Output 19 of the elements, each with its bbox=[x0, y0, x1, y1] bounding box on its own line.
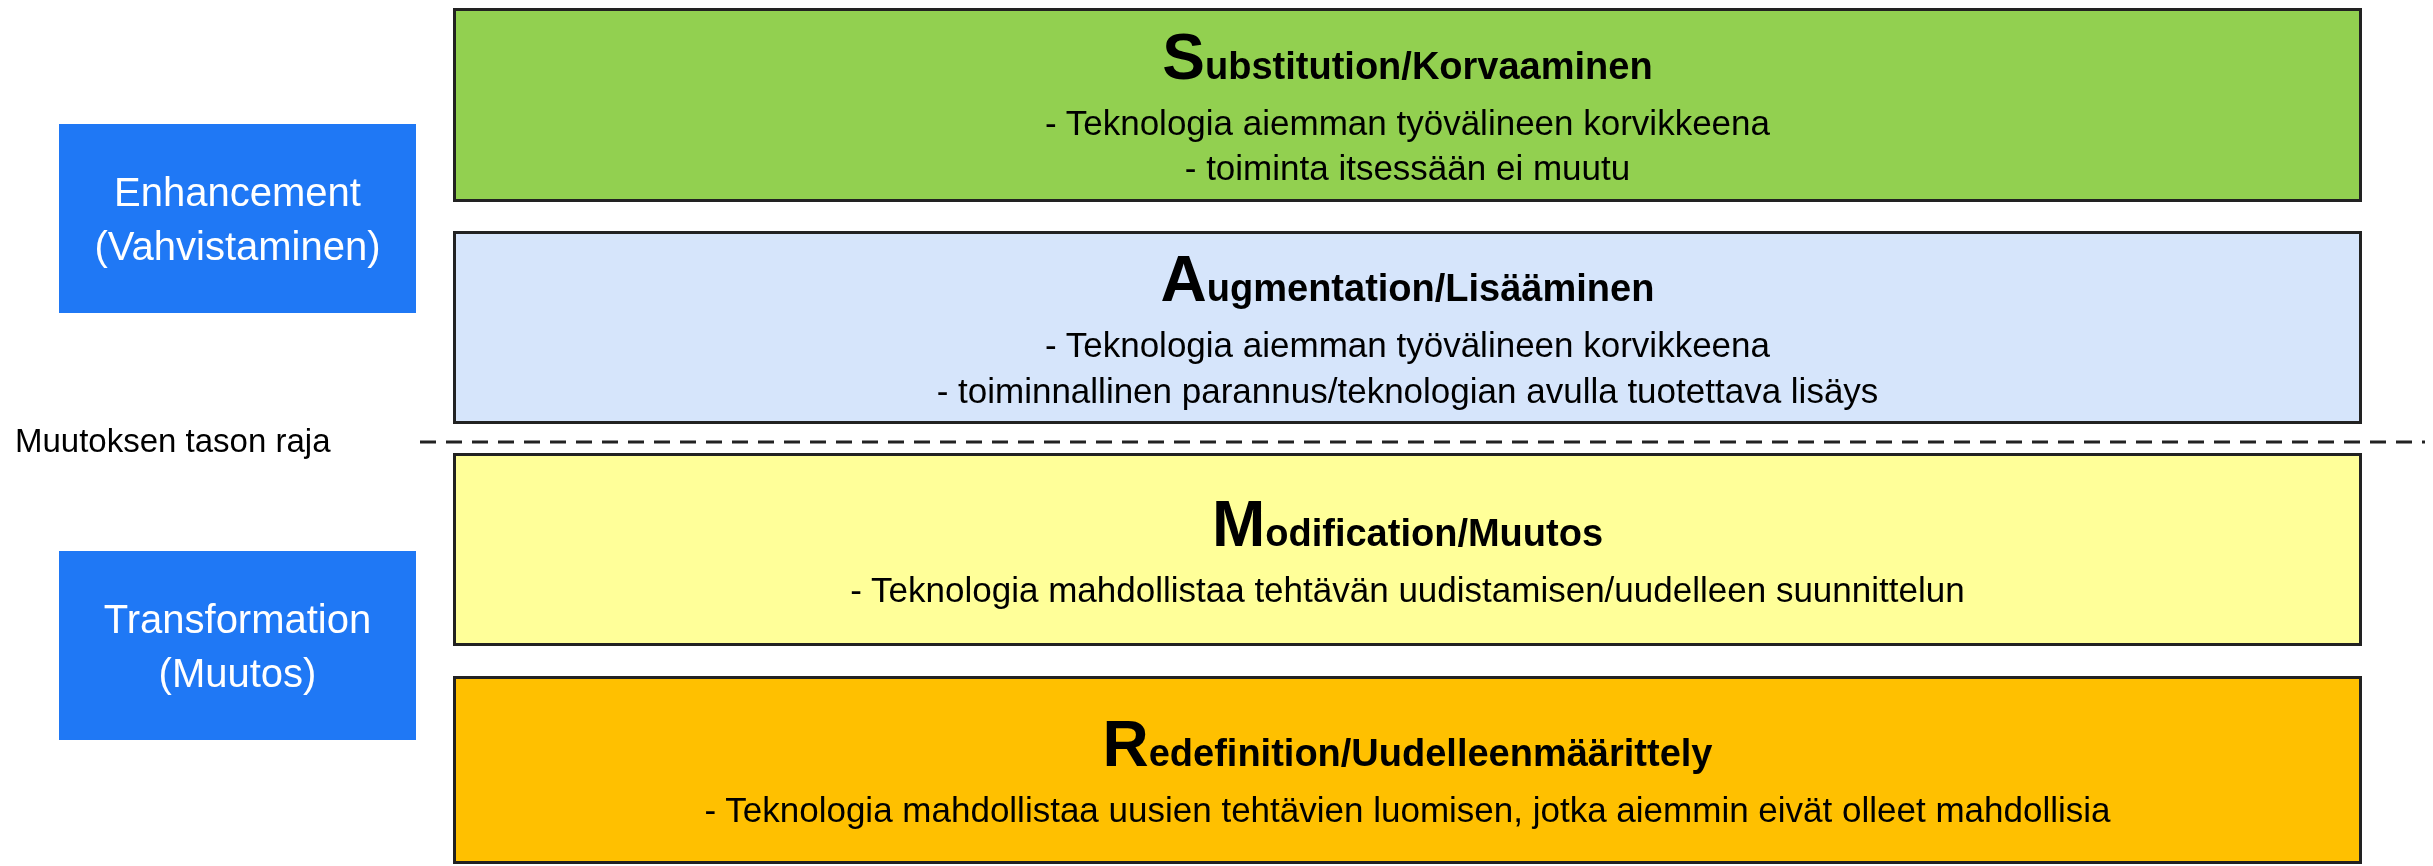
level-box bbox=[453, 676, 2362, 864]
category-box bbox=[59, 124, 416, 313]
category-label: Transformation (Muutos) bbox=[102, 595, 373, 697]
category-box bbox=[59, 551, 416, 740]
level-box bbox=[453, 8, 2362, 202]
category-label: Enhancement (Vahvistaminen) bbox=[93, 168, 382, 270]
level-heading: Redefinition/Uudelleenmäärittely bbox=[1102, 707, 1713, 782]
level-box bbox=[453, 231, 2362, 424]
bullet-text: - toiminnallinen parannus/teknologian avulla tuotettava lisäys bbox=[936, 369, 1879, 412]
level-heading: Modification/Muutos bbox=[1211, 486, 1603, 561]
bullet-text: - Teknologia aiemman työvälineen korvikkeena bbox=[1044, 101, 1770, 144]
bullet-text: - Teknologia mahdollistaa tehtävän uudistamisen/uudelleen suunnittelun bbox=[850, 568, 1965, 611]
bullet-text: - Teknologia mahdollistaa uusien tehtävien luomisen, jotka aiemmin eivät olleet mahdollisia bbox=[704, 789, 2111, 832]
bullet-text: - Teknologia aiemman työvälineen korvikkeena bbox=[1044, 324, 1770, 366]
boundary-label: Muutoksen tason raja bbox=[15, 422, 331, 460]
level-heading: Augmentation/Lisääminen bbox=[1160, 242, 1655, 316]
bullet-text: - toiminta itsessään ei muutu bbox=[1184, 147, 1631, 189]
level-box bbox=[453, 453, 2362, 646]
level-heading: Substitution/Korvaaminen bbox=[1162, 19, 1653, 94]
